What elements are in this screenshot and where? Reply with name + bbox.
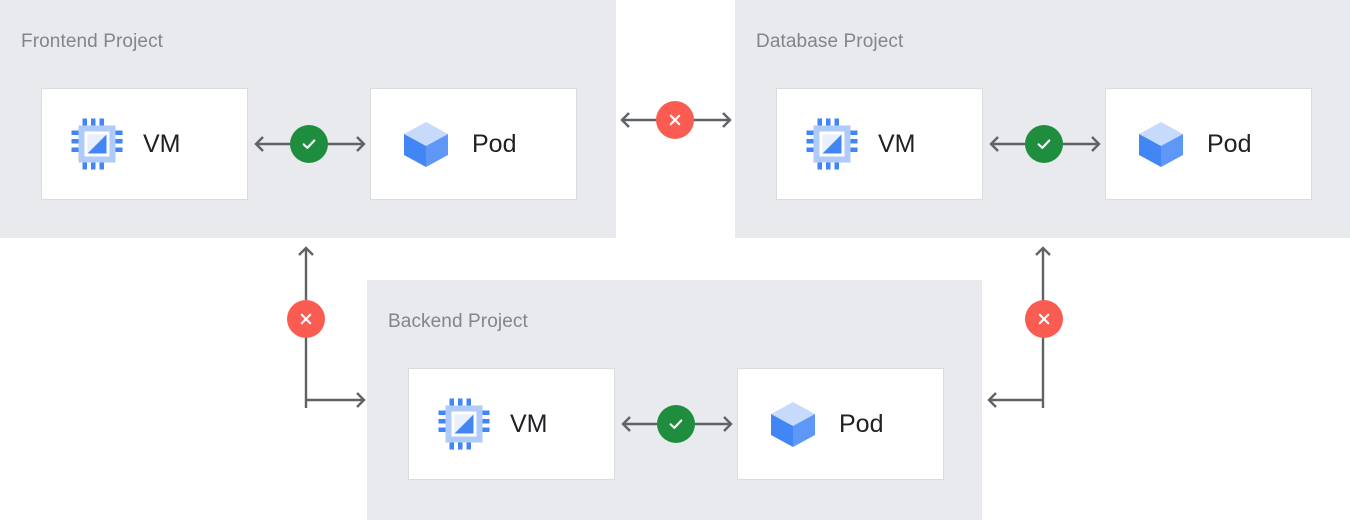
status-badge-frontend-database[interactable] bbox=[656, 101, 694, 139]
pod-cube-icon bbox=[398, 116, 454, 172]
card-label-frontend-pod: Pod bbox=[472, 129, 517, 158]
card-database-vm[interactable]: VM bbox=[776, 88, 983, 200]
vm-chip-icon bbox=[436, 396, 492, 452]
card-label-backend-pod: Pod bbox=[839, 409, 884, 438]
status-badge-frontend-internal[interactable] bbox=[290, 125, 328, 163]
card-label-database-vm: VM bbox=[878, 129, 916, 158]
status-badge-backend-internal[interactable] bbox=[657, 405, 695, 443]
card-label-backend-vm: VM bbox=[510, 409, 548, 438]
x-circle-icon bbox=[1038, 313, 1050, 325]
check-circle-icon bbox=[669, 419, 683, 429]
vm-chip-icon bbox=[804, 116, 860, 172]
check-circle-icon bbox=[302, 139, 316, 149]
card-label-database-pod: Pod bbox=[1207, 129, 1252, 158]
status-badge-backend-database[interactable] bbox=[1025, 300, 1063, 338]
panel-title-frontend: Frontend Project bbox=[21, 31, 164, 52]
card-frontend-vm[interactable]: VM bbox=[41, 88, 248, 200]
x-circle-icon bbox=[300, 313, 312, 325]
card-backend-vm[interactable]: VM bbox=[408, 368, 615, 480]
panel-title-database: Database Project bbox=[756, 31, 904, 52]
panel-title-backend: Backend Project bbox=[388, 311, 528, 332]
check-circle-icon bbox=[1037, 139, 1051, 149]
pod-cube-icon bbox=[1133, 116, 1189, 172]
status-badge-database-internal[interactable] bbox=[1025, 125, 1063, 163]
status-badge-backend-frontend[interactable] bbox=[287, 300, 325, 338]
vm-chip-icon bbox=[69, 116, 125, 172]
card-backend-pod[interactable]: Pod bbox=[737, 368, 944, 480]
pod-cube-icon bbox=[765, 396, 821, 452]
card-database-pod[interactable]: Pod bbox=[1105, 88, 1312, 200]
x-circle-icon bbox=[669, 114, 681, 126]
card-frontend-pod[interactable]: Pod bbox=[370, 88, 577, 200]
card-label-frontend-vm: VM bbox=[143, 129, 181, 158]
